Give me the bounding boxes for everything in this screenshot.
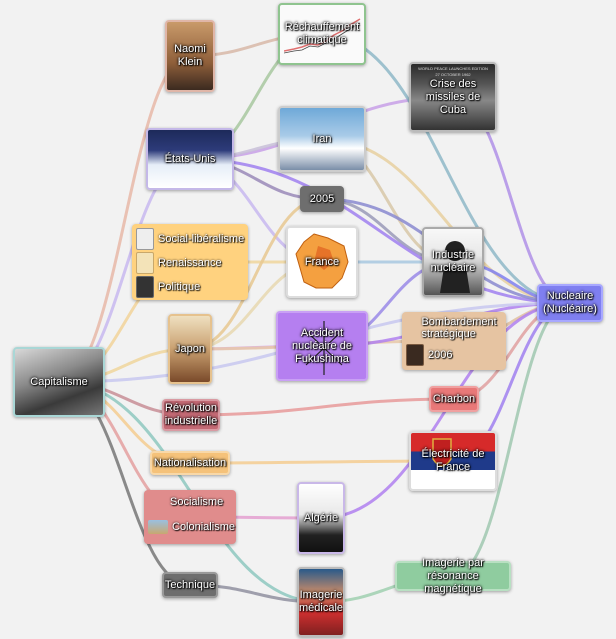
cuba-date: 27 OCTOBER 1962: [435, 72, 471, 77]
node-nationalisation-label: Nationalisation: [153, 456, 227, 469]
group-social: Social-libéralisme Renaissance Politique: [132, 224, 248, 300]
group-socialisme-item-0[interactable]: Socialisme: [170, 496, 223, 508]
node-iran-label: Iran: [312, 132, 332, 145]
node-japon[interactable]: Japon: [168, 314, 212, 384]
book-icon: [136, 252, 154, 274]
node-fukushima-label: Accident nucléaire de Fukushima: [292, 326, 352, 365]
node-naomi-klein-label: Naomi Klein: [174, 43, 206, 68]
group-bombardement-item-0[interactable]: Bombardement stratégique: [406, 316, 506, 340]
edge-revo-charbon: [189, 397, 455, 417]
node-technique-label: Technique: [164, 578, 216, 591]
group-social-label-0: Social-libéralisme: [158, 233, 245, 245]
node-iran[interactable]: Iran: [278, 106, 366, 172]
node-2005-label: 2005: [309, 192, 335, 205]
portrait-icon: [136, 228, 154, 250]
group-bombardement-item-1[interactable]: 2006: [406, 344, 452, 366]
group-socialisme-item-1[interactable]: Colonialisme: [148, 520, 235, 534]
temperature-graph-icon: [284, 18, 361, 54]
coat-of-arms-icon: [432, 438, 452, 467]
group-bombardement-label-1: 2006: [428, 349, 453, 361]
photo-icon: [406, 344, 424, 366]
node-nucleaire[interactable]: Nucleaire (Nucléaire): [537, 284, 603, 322]
node-algerie[interactable]: Algérie: [297, 482, 345, 554]
group-social-item-0[interactable]: Social-libéralisme: [136, 228, 244, 250]
group-socialisme: Socialisme Colonialisme: [144, 490, 236, 544]
node-industrie-nucleaire[interactable]: Industrie nucléaire: [422, 227, 484, 297]
landscape-icon: [148, 520, 168, 534]
node-etats-unis-label: États-Unis: [164, 152, 216, 165]
node-capitalisme[interactable]: Capitalisme: [13, 347, 105, 417]
group-socialisme-label-0: Socialisme: [170, 496, 224, 508]
node-crise-cuba[interactable]: WORLD PEACE LAUNCHES EDITION 27 OCTOBER …: [409, 62, 497, 132]
radiation-symbol-icon: [305, 321, 343, 375]
node-crise-cuba-label: Crise des missiles de Cuba: [425, 77, 481, 116]
france-map-icon: [295, 233, 349, 289]
node-nucleaire-label: Nucleaire (Nucléaire): [543, 290, 597, 315]
node-fukushima[interactable]: Accident nucléaire de Fukushima: [276, 311, 368, 381]
group-social-item-1[interactable]: Renaissance: [136, 252, 222, 274]
node-etats-unis[interactable]: États-Unis: [146, 128, 234, 190]
node-technique[interactable]: Technique: [162, 572, 218, 598]
node-algerie-label: Algérie: [303, 511, 339, 524]
node-imagerie-medicale[interactable]: Imagerie médicale: [297, 567, 345, 637]
cuba-headline: WORLD PEACE LAUNCHES EDITION: [418, 66, 488, 71]
group-socialisme-label-1: Colonialisme: [172, 521, 235, 533]
worker-figure-icon: [440, 241, 470, 293]
node-naomi-klein[interactable]: Naomi Klein: [165, 20, 215, 92]
group-social-item-2[interactable]: Politique: [136, 276, 200, 298]
node-france-label: France: [304, 255, 340, 268]
node-rechauffement[interactable]: Réchauffement climatique: [278, 3, 366, 65]
node-industrie-nucleaire-label: Industrie nucléaire: [430, 249, 476, 274]
node-irm-label: Imagerie par résonance magnétique: [422, 556, 484, 595]
node-japon-label: Japon: [175, 342, 205, 355]
group-social-label-2: Politique: [158, 281, 201, 293]
group-bombardement: Bombardement stratégique 2006: [402, 312, 506, 370]
node-electricite-france-label: Électricité de France: [421, 448, 485, 473]
portrait-icon: [136, 276, 154, 298]
node-charbon[interactable]: Charbon: [429, 386, 479, 412]
node-charbon-label: Charbon: [432, 392, 476, 405]
group-bombardement-label-0: Bombardement stratégique: [421, 316, 497, 340]
node-electricite-france[interactable]: Électricité de France: [409, 431, 497, 491]
node-irm[interactable]: Imagerie par résonance magnétique: [395, 557, 511, 595]
node-france[interactable]: France: [286, 226, 358, 298]
node-revolution-industrielle[interactable]: Révolution industrielle: [162, 399, 220, 431]
node-revolution-industrielle-label: Révolution industrielle: [164, 402, 218, 427]
node-nationalisation[interactable]: Nationalisation: [150, 451, 230, 475]
node-2005[interactable]: 2005: [300, 186, 344, 212]
edge-us-nuc: [188, 157, 572, 305]
group-social-label-1: Renaissance: [158, 257, 222, 269]
node-imagerie-medicale-label: Imagerie médicale: [299, 589, 344, 614]
node-rechauffement-label: Réchauffement climatique: [284, 21, 360, 46]
node-capitalisme-label: Capitalisme: [30, 375, 88, 388]
